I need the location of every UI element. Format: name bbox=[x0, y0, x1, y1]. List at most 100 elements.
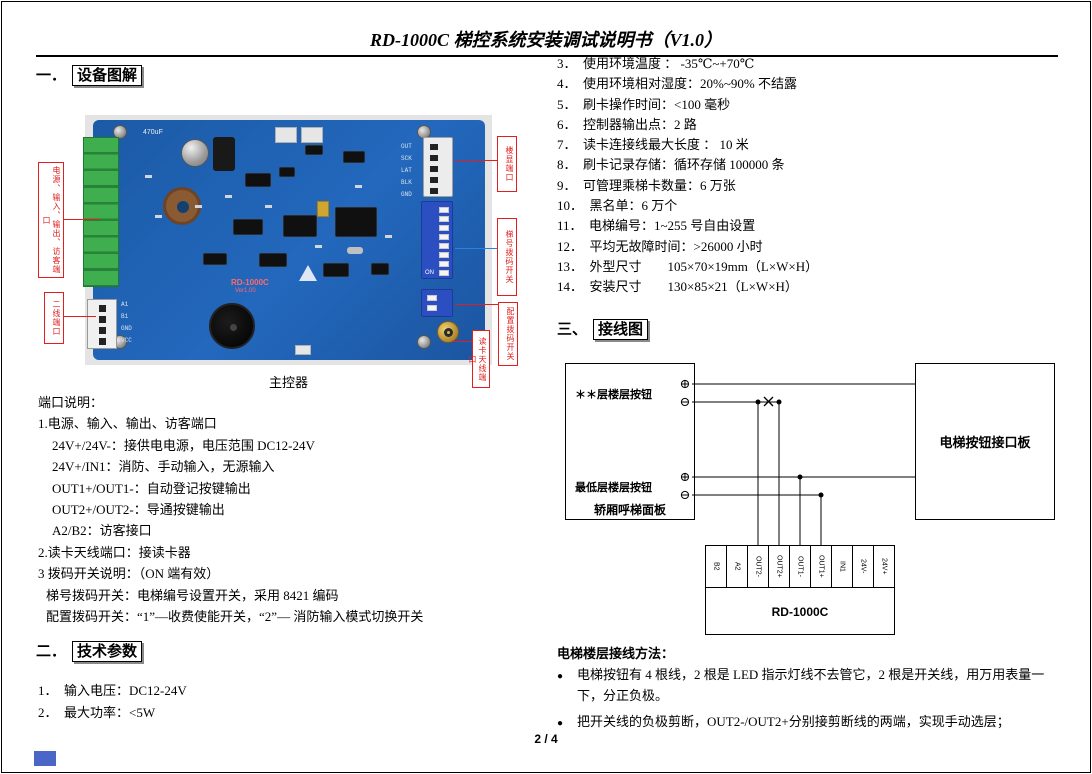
left-pin-label: GND bbox=[121, 325, 132, 332]
terminal-cell: OUT1+ bbox=[811, 546, 832, 587]
capacitor-silk-label: 470uF bbox=[143, 129, 163, 136]
header-pin-label: OUT bbox=[401, 143, 412, 150]
reader-port-connector bbox=[87, 299, 117, 349]
section2-heading-box: 技术参数 bbox=[72, 641, 143, 662]
crystal-oscillator bbox=[347, 247, 363, 254]
smd-component bbox=[315, 245, 322, 248]
section1-heading-box: 设备图解 bbox=[72, 65, 143, 86]
controller-label: RD-1000C bbox=[771, 604, 829, 619]
electrolytic-capacitor bbox=[181, 139, 209, 167]
wiring-method-list: ● 电梯按钮有 4 根线，2 根是 LED 指示灯线不去管它，2 根是开关线，用… bbox=[557, 664, 1062, 739]
left-pin-label: B1 bbox=[121, 313, 129, 320]
car-call-panel-box bbox=[565, 363, 695, 520]
terminal-plus-icon: ⊕ bbox=[679, 469, 691, 484]
terminal-minus-icon: ⊖ bbox=[679, 487, 691, 502]
header-pin-label: SCK bbox=[401, 155, 412, 162]
port-description: 端口说明： 1.电源、输入、输出、访客端口 24V+/24V-：接供电电源，电压… bbox=[38, 392, 538, 627]
dip-switch-elevator-number: ON bbox=[421, 201, 453, 279]
ic-chip bbox=[323, 263, 349, 277]
pcb-photo: A1 B1 GND VCC 470uF RD-1000C Ver1.00 OUT… bbox=[83, 115, 492, 365]
interface-board-box: 电梯按钮接口板 bbox=[915, 363, 1055, 520]
terminal-cell: OUT2+ bbox=[769, 546, 790, 587]
left-pin-label: A1 bbox=[121, 301, 129, 308]
port-description-line: 1.电源、输入、输出、访客端口 bbox=[38, 416, 217, 432]
floor-button-bottom-label: 最低层楼层按钮 bbox=[575, 482, 652, 494]
port-description-line: 24V+/IN1：消防、手动输入，无源输入 bbox=[52, 459, 275, 475]
buzzer bbox=[209, 303, 255, 349]
car-panel-label: 轿厢呼梯面板 bbox=[593, 503, 666, 517]
dip-on-label: ON bbox=[425, 270, 434, 276]
ic-chip bbox=[305, 145, 323, 155]
port-description-line: OUT1+/OUT1-：自动登记按键输出 bbox=[52, 480, 251, 496]
ic-chip bbox=[371, 263, 389, 275]
wiring-bullet: ● 电梯按钮有 4 根线，2 根是 LED 指示灯线不去管它，2 根是开关线，用… bbox=[557, 664, 1062, 706]
display-header-connector bbox=[423, 137, 453, 197]
callout-ports: 电源、输入、输出、访客端口 bbox=[38, 162, 64, 278]
spec-item: 5． 刷卡操作时间：<100 毫秒 bbox=[557, 96, 731, 112]
callout-line-display bbox=[455, 160, 497, 161]
header-pin-label: BLK bbox=[401, 179, 412, 186]
callout-line-ports bbox=[64, 219, 100, 220]
port-description-line: OUT2+/OUT2-：导通按键输出 bbox=[52, 502, 225, 518]
spec-item: 14． 安装尺寸 130×85×21（L×W×H） bbox=[557, 279, 798, 295]
callout-line-two-wire bbox=[64, 316, 96, 317]
green-terminal-block bbox=[83, 137, 119, 287]
controller-box: B2 A2 OUT2- OUT2+ OUT1- OUT1+ IN1 24V- 2… bbox=[705, 545, 895, 635]
terminal-cell: A2 bbox=[727, 546, 748, 587]
section3-heading-box: 接线图 bbox=[593, 319, 649, 340]
header-pin-labels: OUT SCK LAT BLK GND bbox=[401, 141, 412, 201]
board-caption: 主控器 bbox=[268, 375, 308, 390]
spec-item: 12． 平均无故障时间：>26000 小时 bbox=[557, 238, 763, 254]
callout-two-wire: 二线端口 bbox=[44, 292, 64, 344]
port-description-line: A2/B2：访客接口 bbox=[52, 523, 152, 539]
terminal-plus-icon: ⊕ bbox=[679, 376, 691, 391]
port-description-line: 2.读卡天线端口：接读卡器 bbox=[38, 544, 191, 560]
section-heading-wiring-diagram: 三、接线图 bbox=[557, 318, 649, 340]
spec-item: 11． 电梯编号：1~255 号自由设置 bbox=[557, 218, 756, 234]
port-description-heading: 端口说明： bbox=[38, 395, 104, 410]
tantalum-capacitor bbox=[317, 201, 329, 217]
section3-number: 三、 bbox=[557, 321, 588, 338]
smd-component bbox=[195, 205, 202, 208]
floor-button-top-label: ＊＊层楼层按钮 bbox=[575, 389, 652, 401]
white-component bbox=[301, 127, 323, 143]
page-number: 2 / 4 bbox=[534, 732, 558, 746]
silk-version-label: Ver1.00 bbox=[235, 288, 256, 294]
ic-chip bbox=[259, 253, 287, 267]
port-description-line: 24V+/24V-：接供电电源，电压范围 DC12-24V bbox=[52, 437, 315, 453]
callout-line-dip-config bbox=[455, 304, 498, 305]
ic-chip bbox=[245, 173, 271, 187]
tech-param-list: 1． 输入电压：DC12-24V 2． 最大功率：<5W bbox=[38, 680, 538, 724]
port-description-line: 梯号拨码开关：电梯编号设置开关，采用 8421 编码 bbox=[46, 587, 339, 603]
black-capacitor bbox=[213, 137, 235, 171]
terminal-cell: 24V- bbox=[853, 546, 874, 587]
section-heading-tech-params: 二．技术参数 bbox=[36, 640, 143, 662]
board-screw bbox=[417, 335, 431, 349]
ic-chip bbox=[283, 215, 317, 237]
terminal-cell: IN1 bbox=[832, 546, 853, 587]
dip-switch-config bbox=[421, 289, 453, 317]
wiring-bullet-text: 电梯按钮有 4 根线，2 根是 LED 指示灯线不去管它，2 根是开关线，用万用… bbox=[577, 667, 1045, 703]
smd-component bbox=[355, 185, 362, 188]
spec-list: 3． 使用环境温度 ： -35℃~+70℃ 4． 使用环境相对湿度：20%~90… bbox=[557, 54, 1062, 298]
wiring-bullet: ● 把开关线的负极剪断，OUT2-/OUT2+分别接剪断线的两端，实现手动选层； bbox=[557, 711, 1062, 734]
ic-chip bbox=[233, 219, 263, 235]
spec-item: 13． 外型尺寸 105×70×19mm（L×W×H） bbox=[557, 258, 819, 274]
left-pin-label: VCC bbox=[121, 337, 132, 344]
left-pin-labels: A1 B1 GND VCC bbox=[121, 299, 132, 347]
silk-model-label: RD-1000C bbox=[231, 278, 269, 287]
smd-component bbox=[145, 175, 152, 178]
tech-param-line: 2． 最大功率：<5W bbox=[38, 705, 156, 720]
spec-item: 4． 使用环境相对湿度：20%~90% 不结露 bbox=[557, 76, 797, 92]
smd-component bbox=[155, 215, 162, 218]
corner-mark bbox=[34, 751, 56, 766]
pcb-board bbox=[93, 120, 485, 360]
terminal-cell: OUT1- bbox=[790, 546, 811, 587]
spec-item: 10． 黑名单：6 万个 bbox=[557, 198, 678, 214]
spec-item: 8． 刷卡记录存储：循环存储 100000 条 bbox=[557, 157, 785, 173]
bullet-icon: ● bbox=[557, 718, 564, 729]
terminal-cell: B2 bbox=[706, 546, 727, 587]
tech-param-line: 1． 输入电压：DC12-24V bbox=[38, 683, 187, 698]
white-component bbox=[295, 345, 311, 355]
